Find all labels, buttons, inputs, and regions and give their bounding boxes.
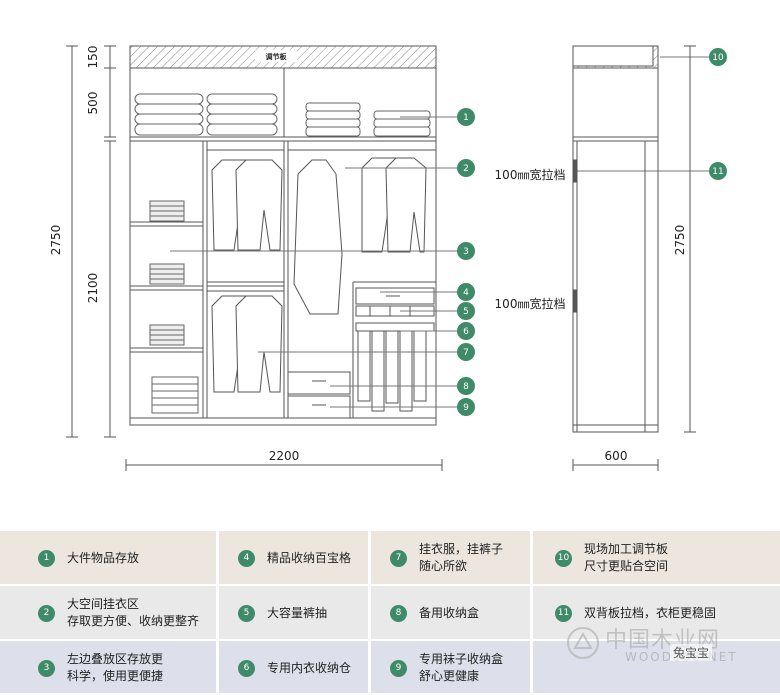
dim-width: 2200	[269, 449, 300, 463]
legend-item: 9 专用袜子收纳盒 舒心更健康	[390, 641, 530, 695]
callout-1: 1	[457, 108, 475, 126]
callout-11: 11	[709, 162, 727, 180]
legend-text: 大容量裤抽	[267, 605, 328, 620]
side-view	[572, 45, 696, 471]
row-divider	[0, 639, 780, 642]
legend-item: 4 精品收纳百宝格	[238, 531, 368, 585]
svg-text:2: 2	[463, 164, 469, 174]
row-divider	[0, 584, 780, 587]
svg-text:6: 6	[463, 327, 469, 337]
callout-10: 10	[709, 48, 727, 66]
legend-item: 2 大空间挂衣区 存取更方便、收纳更整齐	[38, 586, 218, 640]
legend-number: 4	[238, 549, 255, 567]
svg-text:11: 11	[712, 167, 723, 177]
legend-text: 挂衣服，挂裤子 随心所欲	[419, 542, 504, 573]
pull-bar-label-1: 100㎜宽拉档	[495, 167, 566, 182]
legend-row-1: 1 大件物品存放 4 精品收纳百宝格 7 挂衣服，挂裤子 随心所欲 10 现场加…	[0, 531, 780, 585]
legend-number: 6	[238, 659, 255, 677]
legend-text: 专用袜子收纳盒 舒心更健康	[419, 652, 504, 683]
callout-4: 4	[457, 283, 475, 301]
callout-5: 5	[457, 302, 475, 320]
legend-number: 10	[555, 549, 572, 567]
legend-number: 3	[38, 659, 55, 677]
legend-number: 2	[38, 604, 55, 622]
svg-text:10: 10	[712, 53, 724, 63]
legend-item: 3 左边叠放区存放更 科学，使用更便捷	[38, 641, 218, 695]
folded-stacks-left	[149, 200, 199, 414]
callout-3: 3	[457, 242, 475, 260]
column-divider	[368, 586, 371, 640]
legend-item: 10 现场加工调节板 尺寸更贴合空间	[555, 531, 775, 585]
hanging-trousers	[357, 330, 427, 412]
legend-item: 6 专用内衣收纳仓	[238, 641, 368, 695]
panel-label: 调节板	[266, 52, 288, 61]
folded-bedding	[134, 93, 278, 136]
hanging-jackets	[211, 157, 427, 393]
legend-number: 5	[238, 604, 255, 622]
legend-text: 双背板拉档，衣柜更稳固	[584, 605, 717, 620]
legend-text: 专用内衣收纳仓	[267, 660, 352, 675]
svg-text:1: 1	[463, 113, 469, 123]
folded-clothes-top-right	[305, 102, 431, 137]
legend-item: 1 大件物品存放	[38, 531, 218, 585]
column-divider	[368, 531, 371, 585]
legend-text: 大空间挂衣区 存取更方便、收纳更整齐	[67, 597, 200, 628]
legend-item: 8 备用收纳盒	[390, 586, 530, 640]
legend-text: 现场加工调节板 尺寸更贴合空间	[584, 542, 669, 573]
svg-text:9: 9	[463, 403, 469, 413]
legend-number: 1	[38, 549, 55, 567]
legend-item: 5 大容量裤抽	[238, 586, 368, 640]
legend-row-2: 2 大空间挂衣区 存取更方便、收纳更整齐 5 大容量裤抽 8 备用收纳盒 11 …	[0, 586, 780, 640]
side-dim-depth: 600	[605, 449, 628, 463]
svg-text:5: 5	[463, 307, 469, 317]
legend-row-3: 3 左边叠放区存放更 科学，使用更便捷 6 专用内衣收纳仓 9 专用袜子收纳盒 …	[0, 641, 780, 693]
front-dimensions	[66, 45, 443, 471]
dim-height-upper: 500	[86, 92, 100, 115]
legend-item: 11 双背板拉档，衣柜更稳固	[555, 586, 775, 640]
legend-item: 7 挂衣服，挂裤子 随心所欲	[390, 531, 530, 585]
legend-text: 精品收纳百宝格	[267, 550, 352, 565]
pull-bar-label-2: 100㎜宽拉档	[495, 296, 566, 311]
column-divider	[216, 531, 219, 585]
callout-8: 8	[457, 377, 475, 395]
callout-leaders	[170, 56, 709, 408]
legend-number: 9	[390, 659, 407, 677]
legend-number: 8	[390, 604, 407, 622]
column-divider	[216, 641, 219, 693]
legend-number: 11	[555, 604, 572, 622]
svg-text:7: 7	[463, 348, 469, 358]
side-dim-height: 2750	[673, 225, 687, 256]
callout-6: 6	[457, 322, 475, 340]
dim-height-lower: 2100	[86, 273, 100, 304]
legend-text: 左边叠放区存放更 科学，使用更便捷	[67, 652, 164, 683]
legend-text: 大件物品存放	[67, 550, 140, 565]
legend-number: 7	[390, 549, 407, 567]
column-divider	[216, 586, 219, 640]
svg-text:3: 3	[463, 247, 469, 257]
front-view	[129, 45, 437, 426]
callout-2: 2	[457, 159, 475, 177]
callout-markers: 1 2 3 4 5 6 7 8 9 10 11	[457, 48, 727, 416]
svg-text:4: 4	[463, 288, 469, 298]
column-divider	[530, 641, 533, 693]
wardrobe-diagram: 1 2 3 4 5 6 7 8 9 10 11 调节板 150 500 2750…	[49, 45, 727, 471]
column-divider	[530, 586, 533, 640]
callout-9: 9	[457, 398, 475, 416]
callout-7: 7	[457, 343, 475, 361]
dim-height-total: 2750	[49, 225, 63, 256]
legend-table: 1 大件物品存放 4 精品收纳百宝格 7 挂衣服，挂裤子 随心所欲 10 现场加…	[0, 531, 780, 693]
column-divider	[368, 641, 371, 693]
svg-text:8: 8	[463, 382, 469, 392]
dim-height-top: 150	[86, 46, 100, 69]
column-divider	[530, 531, 533, 585]
legend-text: 备用收纳盒	[419, 605, 480, 620]
